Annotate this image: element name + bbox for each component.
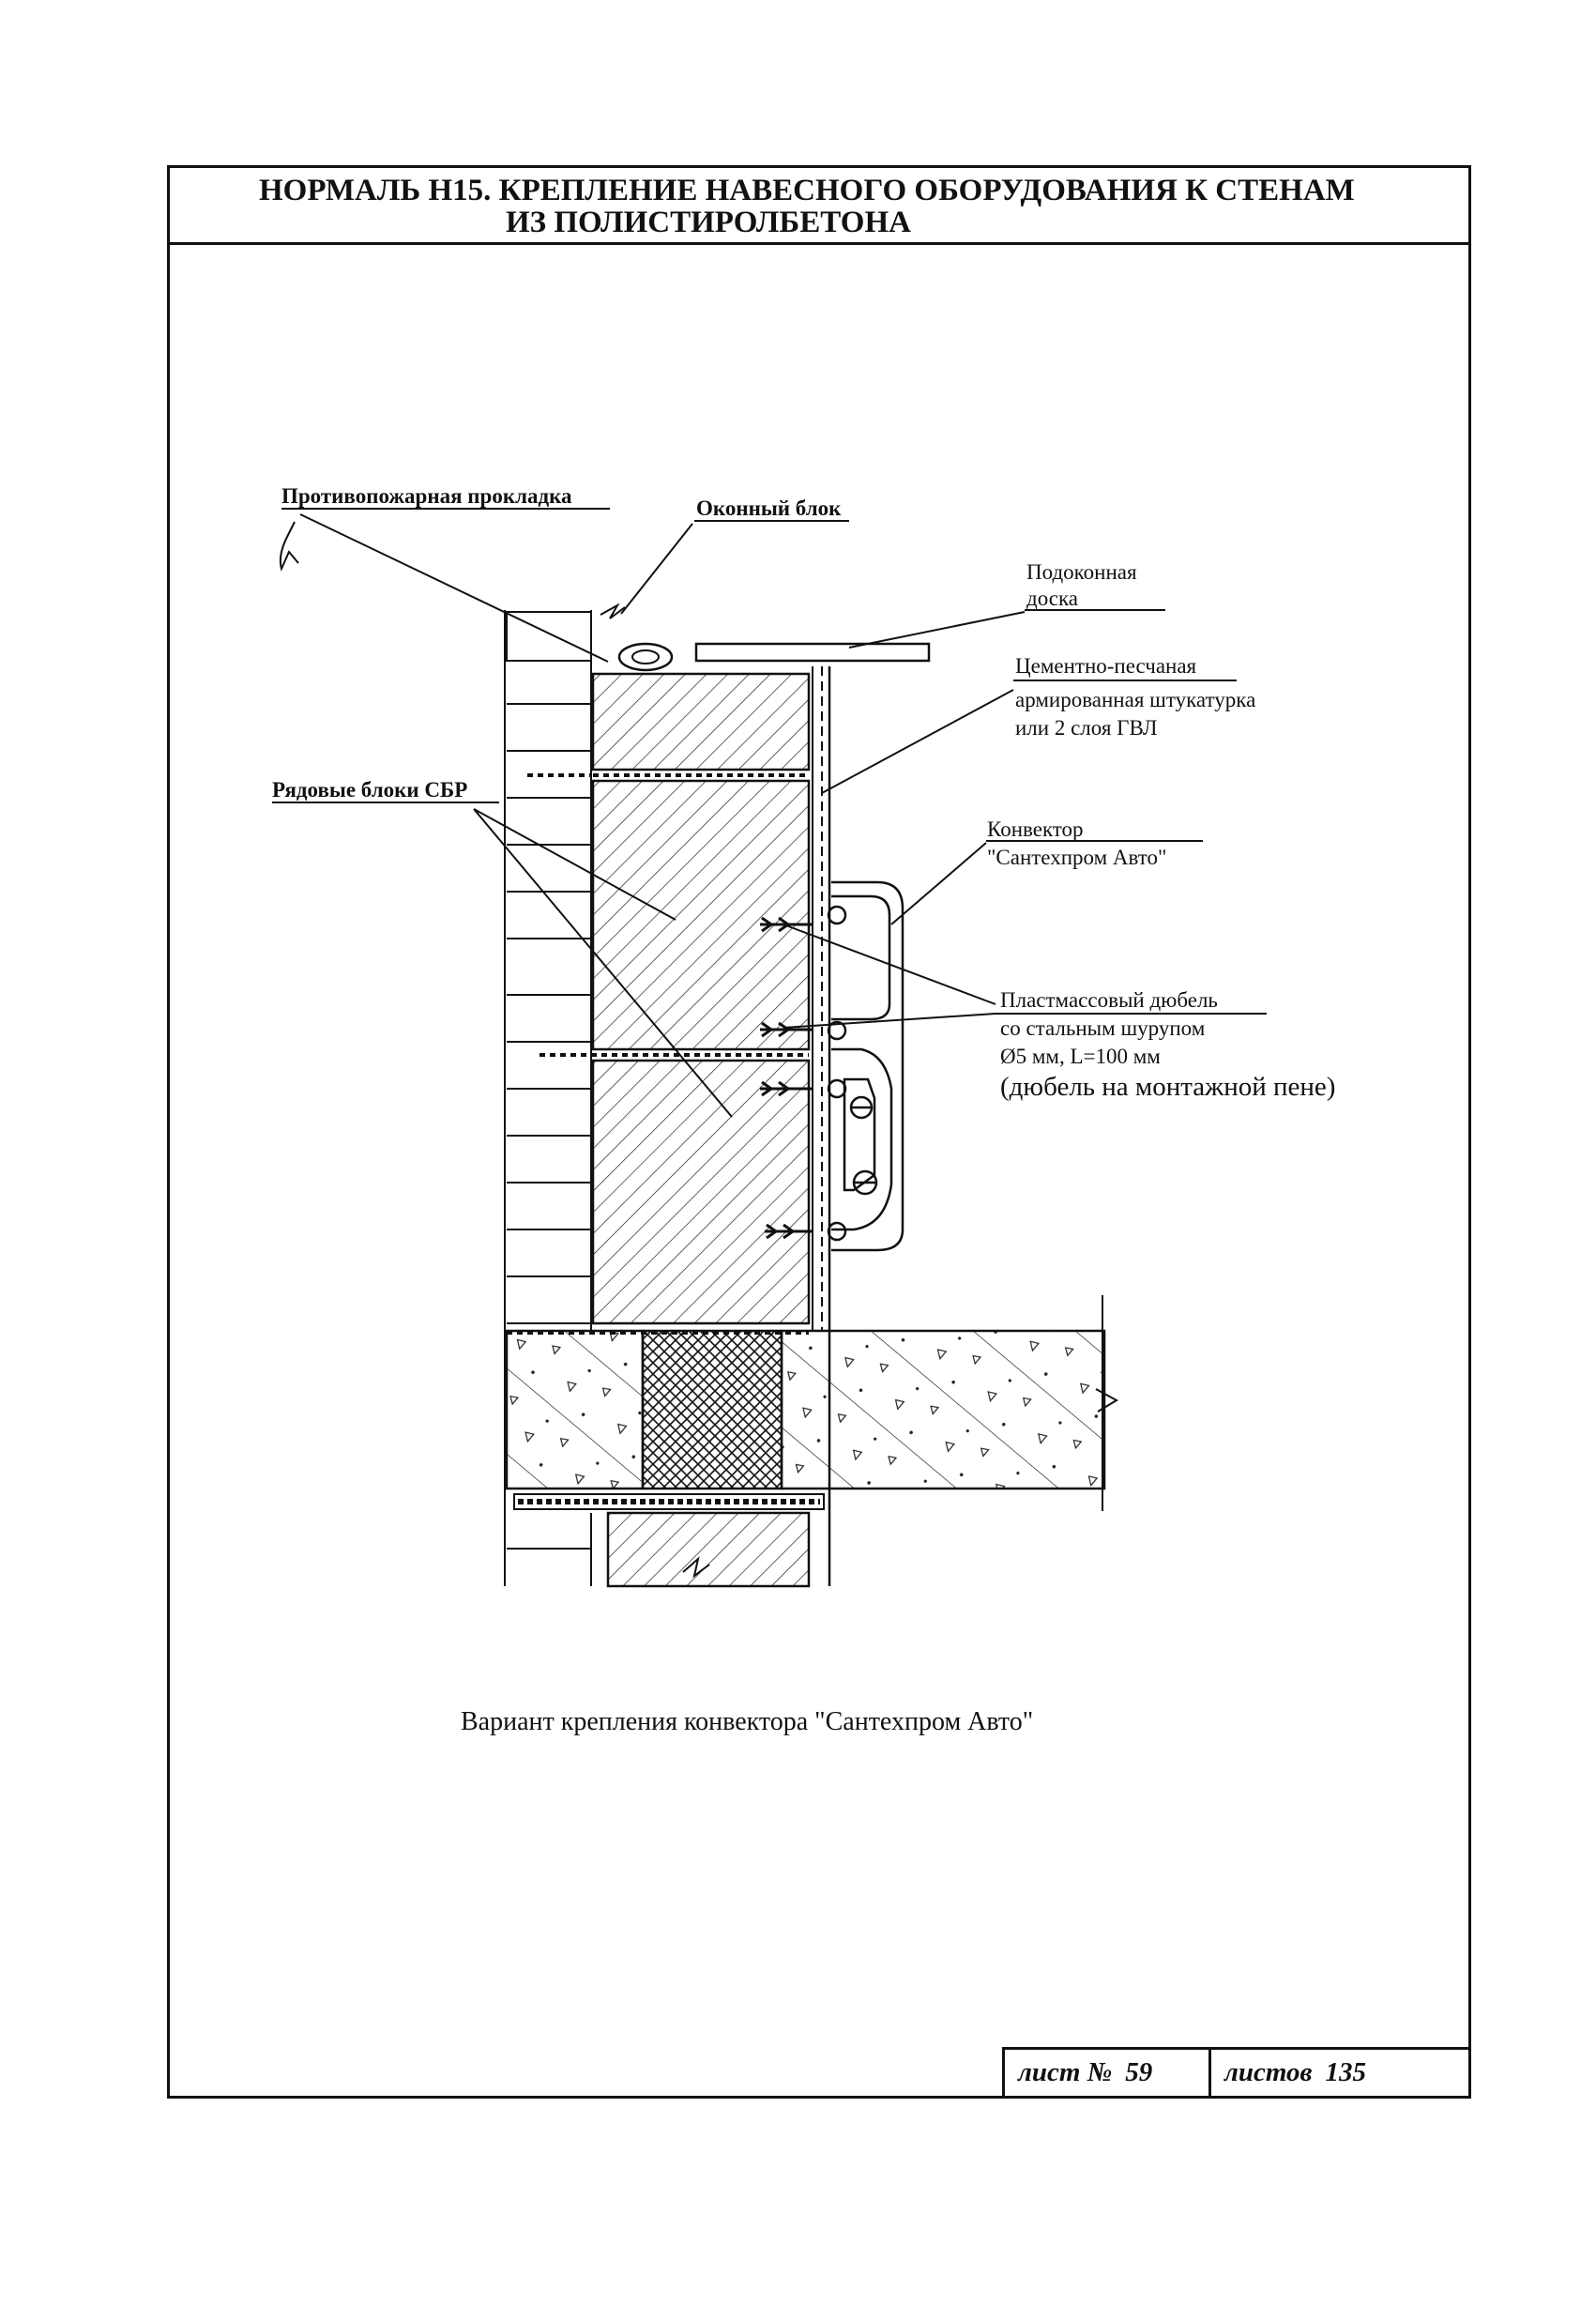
brick-cladding (504, 610, 592, 1586)
label-dowel-2: со стальным шурупом (1000, 1016, 1206, 1040)
label-dowel-1: Пластмассовый дюбель (1000, 988, 1218, 1012)
label-sill-board-1: Подоконная (1026, 560, 1137, 584)
label-sill-board-2: доска (1026, 587, 1079, 610)
title-line-1: НОРМАЛЬ Н15. КРЕПЛЕНИЕ НАВЕСНОГО ОБОРУДО… (259, 174, 1355, 207)
plastic-dowels (760, 916, 813, 1240)
label-convector-1: Конвектор (987, 817, 1084, 841)
sill-board (694, 642, 931, 663)
sheets-total-cell: листов 135 (1211, 2050, 1468, 2096)
sheet-number-cell: лист № 59 (1005, 2050, 1211, 2096)
figure-caption: Вариант крепления конвектора "Сантехпром… (461, 1707, 1034, 1736)
row-blocks (527, 672, 811, 1325)
label-dowel-4: (дюбель на монтажной пене) (1000, 1072, 1336, 1102)
floor-slab (505, 1295, 1119, 1511)
title-block: НОРМАЛЬ Н15. КРЕПЛЕНИЕ НАВЕСНОГО ОБОРУДО… (170, 168, 1468, 245)
label-row-blocks: Рядовые блоки СБР (272, 778, 468, 802)
convector-body (827, 880, 904, 1252)
label-plaster-3: или 2 слоя ГВЛ (1015, 716, 1158, 740)
leader-lines (272, 508, 1267, 1118)
sheets-total-value: 135 (1325, 2057, 1367, 2087)
wall-below-slab (507, 1511, 811, 1588)
label-plaster-1: Цементно-песчаная (1015, 654, 1197, 678)
label-convector-2: "Сантехпром Авто" (987, 846, 1167, 869)
label-fire-gasket: Противопожарная прокладка (281, 484, 572, 508)
drawing-sheet: НОРМАЛЬ Н15. КРЕПЛЕНИЕ НАВЕСНОГО ОБОРУДО… (167, 165, 1471, 2099)
sheet-stamp: лист № 59 листов 135 (1002, 2047, 1468, 2096)
sheet-number-value: 59 (1125, 2057, 1153, 2087)
sheet-number-label: лист № (1018, 2057, 1113, 2087)
label-dowel-3: Ø5 мм, L=100 мм (1000, 1045, 1161, 1068)
label-window-block: Оконный блок (696, 496, 842, 520)
title-line-2: ИЗ ПОЛИСТИРОЛБЕТОНА (506, 206, 911, 239)
label-plaster-2: армированная штукатурка (1015, 688, 1256, 711)
sheets-total-label: листов (1224, 2057, 1313, 2087)
